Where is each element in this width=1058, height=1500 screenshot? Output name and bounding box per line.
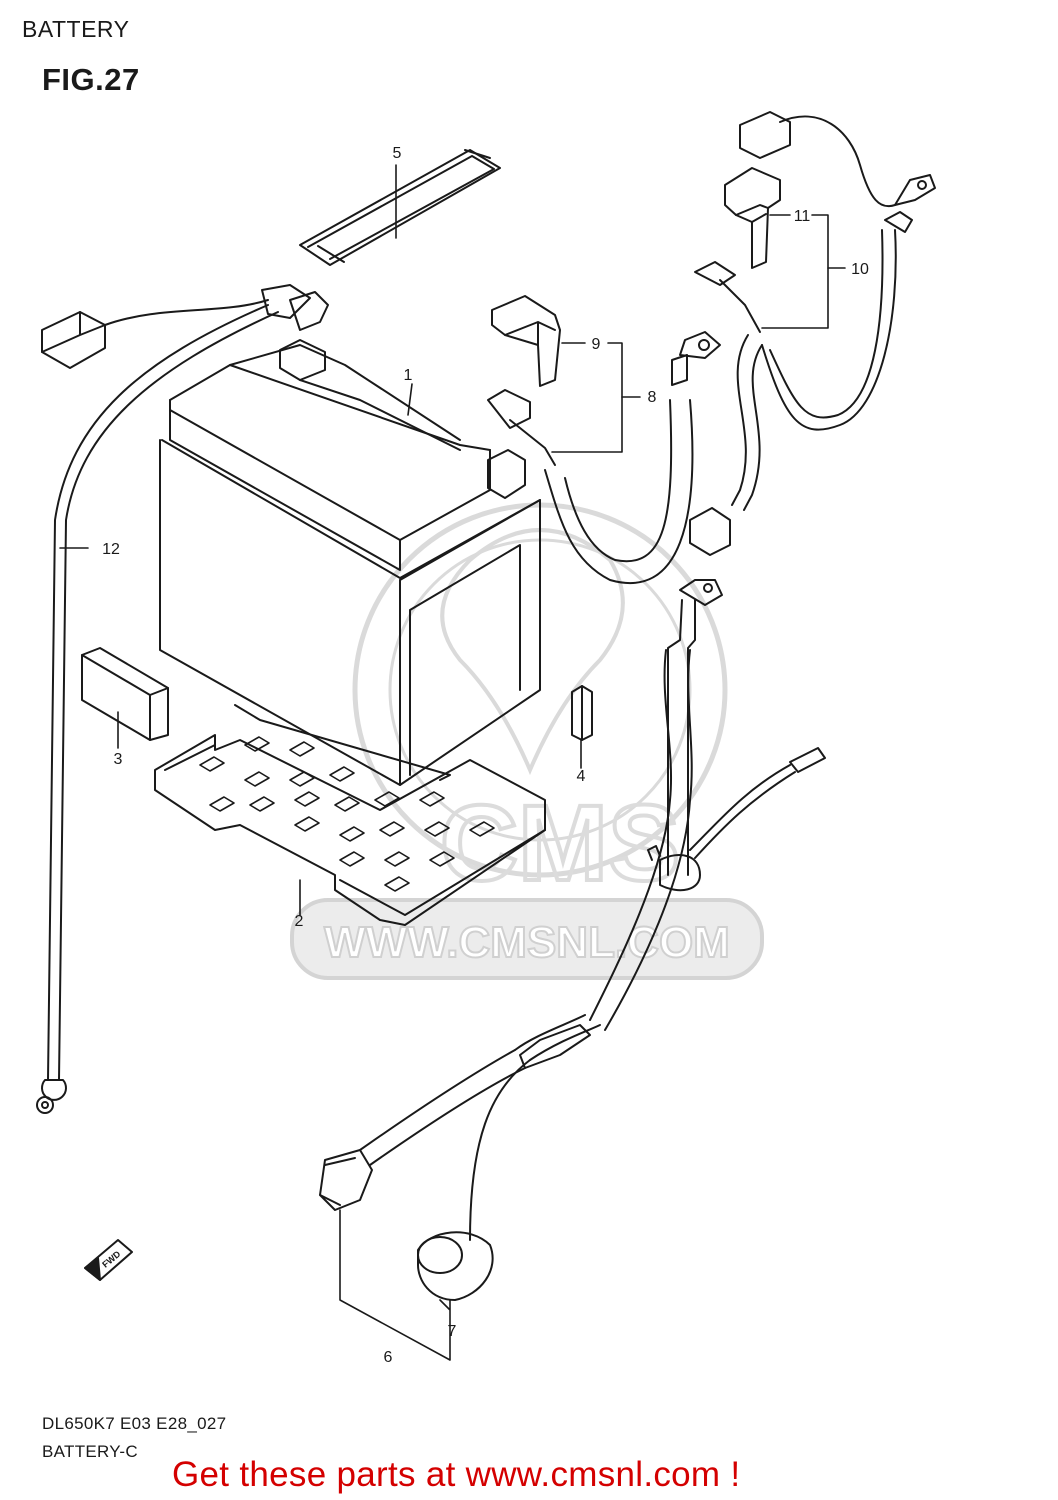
starter-cable	[319, 579, 826, 1301]
callout-12: 12	[102, 541, 120, 558]
leader-lines	[59, 164, 846, 1361]
relay-cable	[689, 111, 936, 556]
callout-4: 4	[577, 768, 586, 785]
callout-8: 8	[648, 389, 657, 406]
callout-11: 11	[794, 208, 811, 225]
watermark	[290, 502, 764, 980]
callout-3: 3	[114, 751, 123, 768]
relay-terminal-cover	[724, 167, 781, 269]
watermark-url: WWW.CMSNL.COM	[324, 918, 730, 967]
parts-link[interactable]: Get these parts at www.cmsnl.com !	[172, 1455, 741, 1494]
callout-9: 9	[592, 336, 601, 353]
positive-terminal-cover	[491, 295, 561, 387]
watermark-url-plate	[290, 898, 764, 980]
battery-strap	[299, 149, 501, 266]
battery-tray	[154, 704, 546, 926]
small-label	[571, 685, 593, 741]
model-code: DL650K7 E03 E28_027	[42, 1414, 227, 1433]
group-code: BATTERY-C	[42, 1442, 138, 1461]
callout-1: 1	[404, 367, 413, 384]
callout-2: 2	[295, 913, 304, 930]
fwd-arrow-icon	[84, 1239, 133, 1281]
watermark-figure	[440, 528, 625, 776]
callout-7: 7	[448, 1323, 457, 1340]
section-title: BATTERY	[22, 16, 130, 42]
battery	[159, 339, 541, 786]
watermark-emblem: CMS	[440, 782, 680, 903]
figure-label: FIG.27	[42, 62, 140, 97]
callout-6: 6	[384, 1349, 393, 1366]
left-harness	[36, 284, 329, 1114]
callout-10: 10	[851, 261, 869, 278]
callout-5: 5	[393, 145, 402, 162]
positive-cable	[487, 331, 721, 585]
label-pad	[81, 647, 169, 741]
